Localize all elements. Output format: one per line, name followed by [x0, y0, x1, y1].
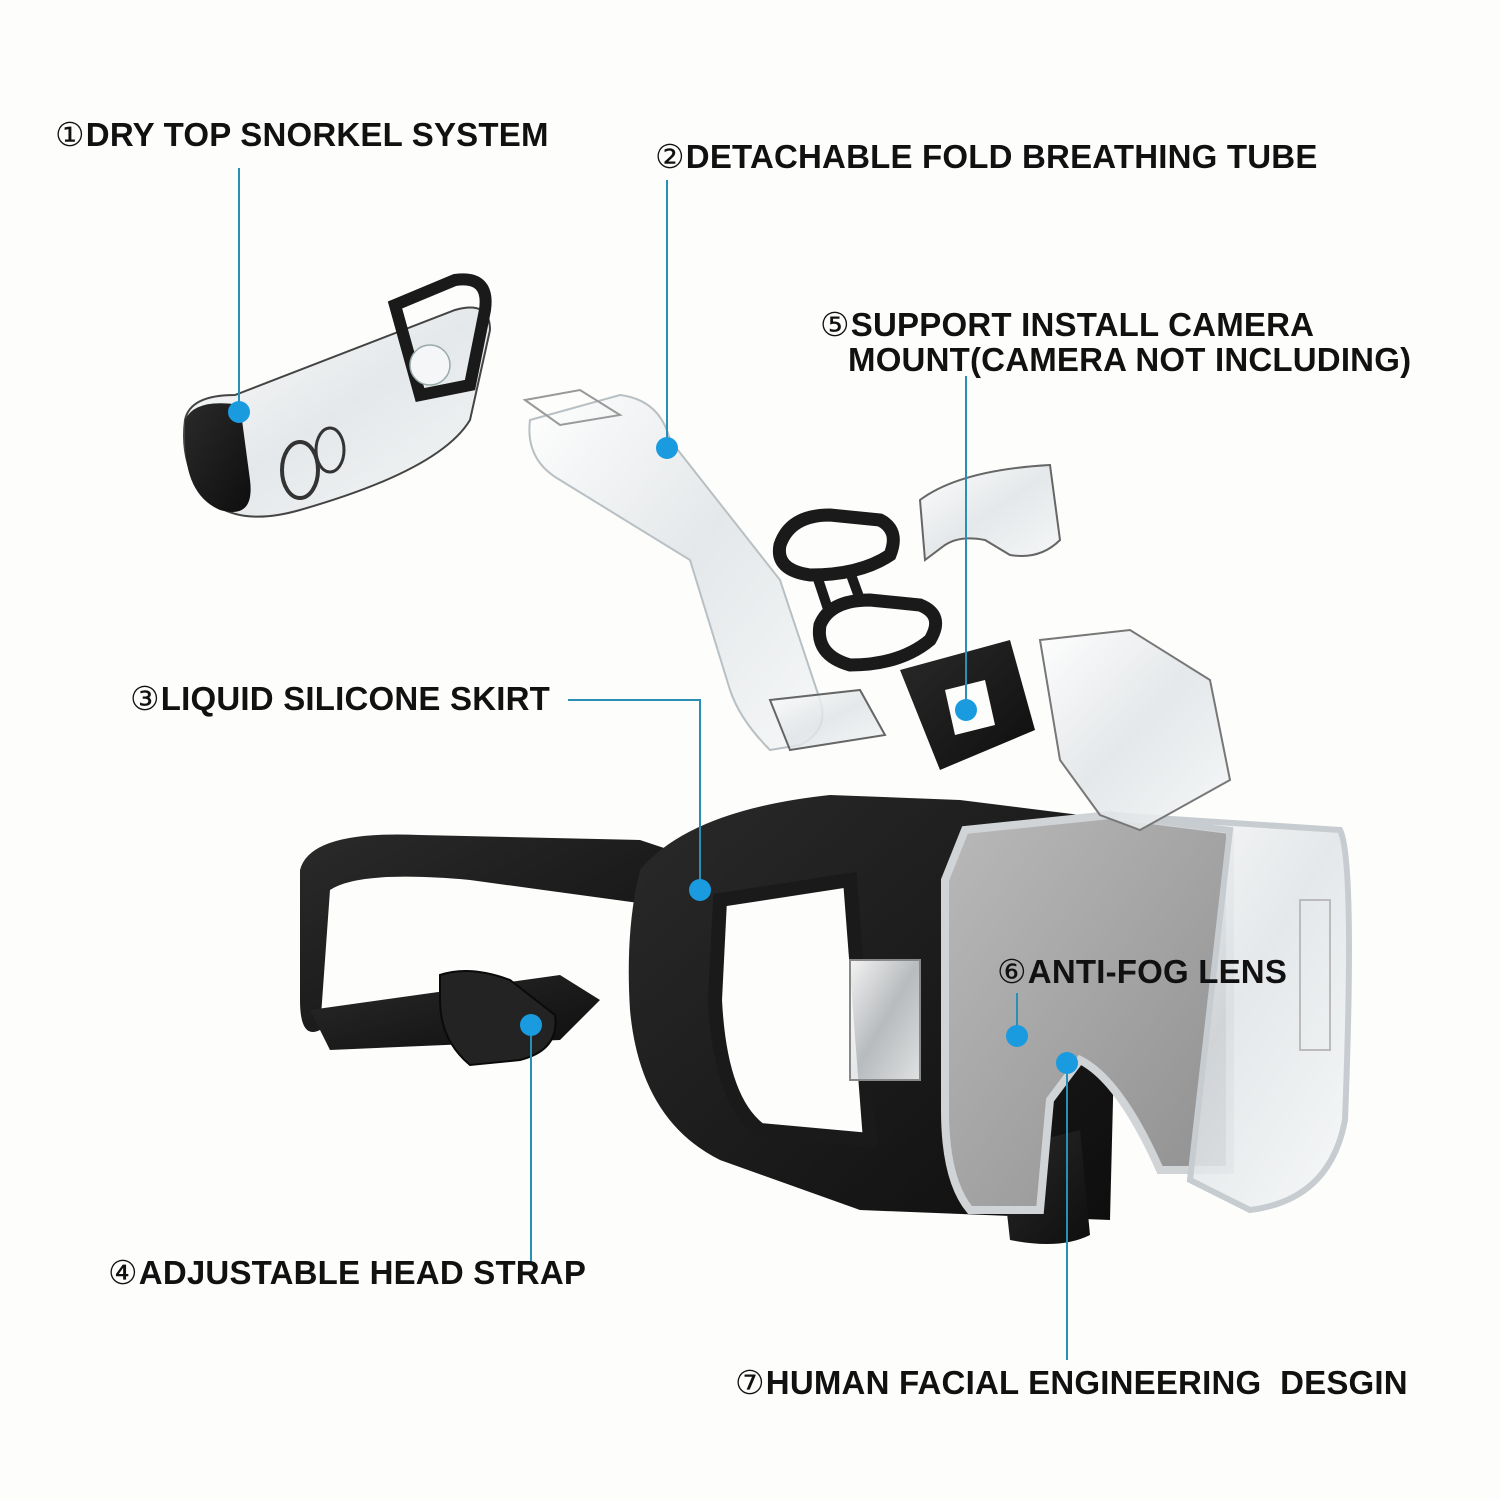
- callout-number-7: ⑦: [735, 1363, 765, 1402]
- callout-dot-5: [955, 699, 977, 721]
- callout-dot-4: [520, 1014, 542, 1036]
- callout-text-2: DETACHABLE FOLD BREATHING TUBE: [685, 138, 1318, 175]
- callout-label-4: ④ADJUSTABLE HEAD STRAP: [108, 1253, 587, 1292]
- rubber-rings-part: [772, 508, 943, 672]
- callout-text-1: DRY TOP SNORKEL SYSTEM: [85, 116, 549, 153]
- callout-number-6: ⑥: [997, 952, 1027, 991]
- callout-label-6: ⑥ANTI-FOG LENS: [997, 952, 1288, 991]
- callout-label-1: ①DRY TOP SNORKEL SYSTEM: [55, 115, 549, 154]
- callout-number-2: ②: [655, 137, 685, 176]
- callout-dot-2: [656, 437, 678, 459]
- callout-label-7: ⑦HUMAN FACIAL ENGINEERING DESGIN: [735, 1363, 1408, 1402]
- callout-dot-7: [1056, 1052, 1078, 1074]
- callout-dots: [228, 401, 1078, 1074]
- callout-number-1: ①: [55, 115, 85, 154]
- callout-dot-1: [228, 401, 250, 423]
- callout-label-5: ⑤SUPPORT INSTALL CAMERA MOUNT(CAMERA NOT…: [820, 305, 1412, 378]
- callout-text-6: ANTI-FOG LENS: [1027, 953, 1288, 990]
- callout-label-3: ③LIQUID SILICONE SKIRT: [130, 679, 551, 718]
- callout-number-3: ③: [130, 679, 160, 718]
- callout-number-4: ④: [108, 1253, 138, 1292]
- ball-valve-part: [409, 344, 451, 386]
- callout-text-3: LIQUID SILICONE SKIRT: [160, 680, 551, 717]
- callout-text-4: ADJUSTABLE HEAD STRAP: [138, 1254, 587, 1291]
- breathing-tube-part: [522, 388, 887, 752]
- callout-label-2: ②DETACHABLE FOLD BREATHING TUBE: [655, 137, 1318, 176]
- callout-text-5-line2: MOUNT(CAMERA NOT INCLUDING): [848, 340, 1412, 378]
- callout-dot-3: [689, 879, 711, 901]
- leader-lines: [238, 168, 1068, 1360]
- dry-top-snorkel-part: [183, 273, 492, 518]
- callout-text-7: HUMAN FACIAL ENGINEERING DESGIN: [765, 1364, 1408, 1401]
- camera-mount-clip-part: [900, 463, 1062, 770]
- callout-text-5: SUPPORT INSTALL CAMERA: [850, 306, 1315, 343]
- callout-number-5: ⑤: [820, 305, 850, 344]
- clear-frame-and-lens-part: [849, 628, 1352, 1214]
- callout-dot-6: [1006, 1025, 1028, 1047]
